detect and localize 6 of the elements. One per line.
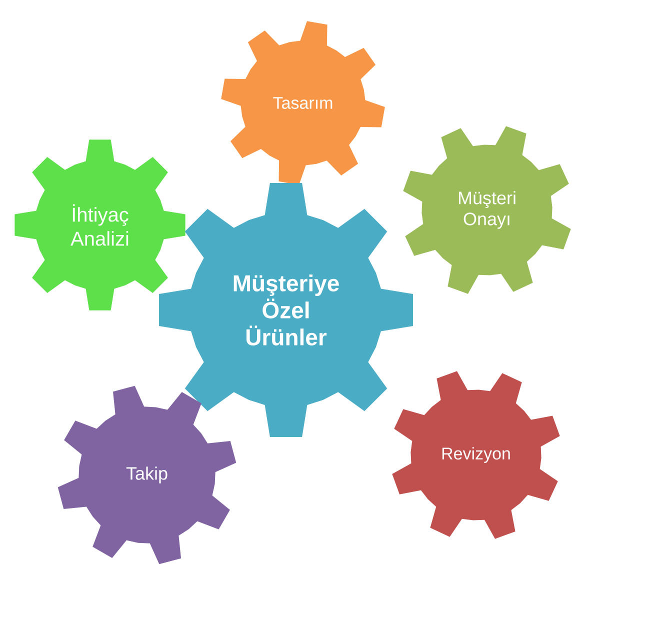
gear: Revizyon: [392, 371, 560, 539]
gear: İhtiyaç Analizi: [14, 140, 186, 310]
gear: Tasarım: [221, 21, 385, 185]
gear: Müşteriye Özel Ürünler: [159, 183, 413, 437]
gear: Takip: [58, 386, 236, 564]
gear: Müşteri Onayı: [403, 126, 571, 294]
